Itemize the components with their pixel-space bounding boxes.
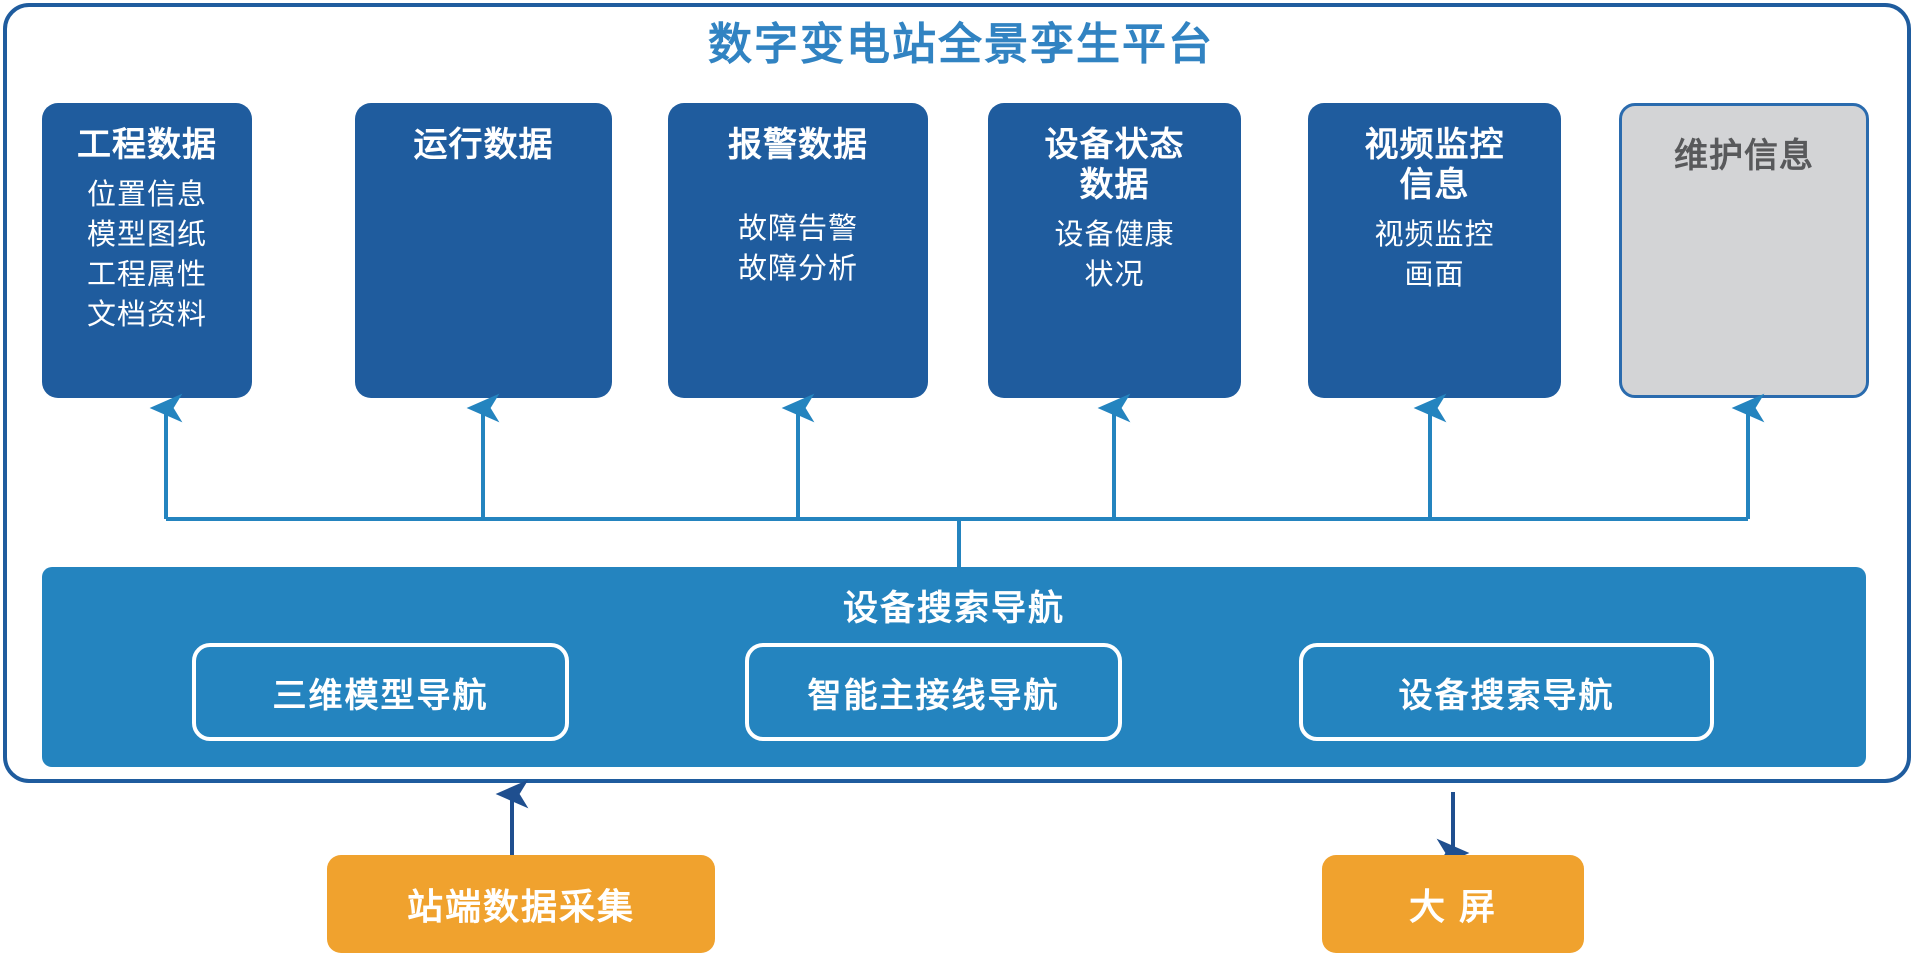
card-item-list: 视频监控 画面 (1308, 215, 1561, 295)
card-title: 运行数据 (413, 126, 554, 164)
card-item: 状况 (1084, 259, 1145, 292)
big-screen-box[interactable]: 大 屏 (1322, 855, 1584, 953)
data-card-operation[interactable]: 运行数据 (355, 103, 612, 398)
card-item: 位置信息 (86, 179, 207, 212)
card-title: 报警数据 (728, 126, 868, 164)
card-title: 视频监控 信息 (1364, 126, 1505, 205)
card-title: 工程数据 (77, 126, 217, 164)
nav-pill-3d-model[interactable]: 三维模型导航 (192, 643, 569, 741)
card-item-list: 故障告警 故障分析 (668, 209, 928, 289)
data-card-video-monitor[interactable]: 视频监控 信息 视频监控 画面 (1308, 103, 1561, 398)
card-item-list: 位置信息 模型图纸 工程属性 文档资料 (42, 175, 252, 335)
data-card-maintenance[interactable]: 维护信息 (1619, 103, 1869, 398)
nav-band-title: 设备搜索导航 (842, 589, 1065, 628)
card-title: 维护信息 (1674, 137, 1814, 175)
card-item: 文档资料 (86, 299, 207, 332)
device-search-navigation-band: 设备搜索导航 三维模型导航 智能主接线导航 设备搜索导航 (42, 567, 1866, 767)
card-item: 视频监控 (1374, 219, 1495, 252)
data-card-engineering[interactable]: 工程数据 位置信息 模型图纸 工程属性 文档资料 (42, 103, 252, 398)
nav-pill-smart-wiring[interactable]: 智能主接线导航 (745, 643, 1122, 741)
card-title: 设备状态 数据 (1044, 126, 1185, 205)
card-item: 工程属性 (86, 259, 207, 292)
data-card-device-status[interactable]: 设备状态 数据 设备健康 状况 (988, 103, 1241, 398)
data-card-alarm[interactable]: 报警数据 故障告警 故障分析 (668, 103, 928, 398)
card-item: 故障告警 (737, 213, 858, 246)
card-item-list: 设备健康 状况 (988, 215, 1241, 295)
card-item: 设备健康 (1054, 219, 1175, 252)
card-item: 故障分析 (737, 253, 858, 286)
nav-pill-device-search[interactable]: 设备搜索导航 (1299, 643, 1714, 741)
card-item: 模型图纸 (86, 219, 207, 252)
station-data-acquisition-box[interactable]: 站端数据采集 (327, 855, 715, 953)
page-title: 数字变电站全景孪生平台 (708, 20, 1214, 69)
card-item: 画面 (1404, 259, 1465, 292)
